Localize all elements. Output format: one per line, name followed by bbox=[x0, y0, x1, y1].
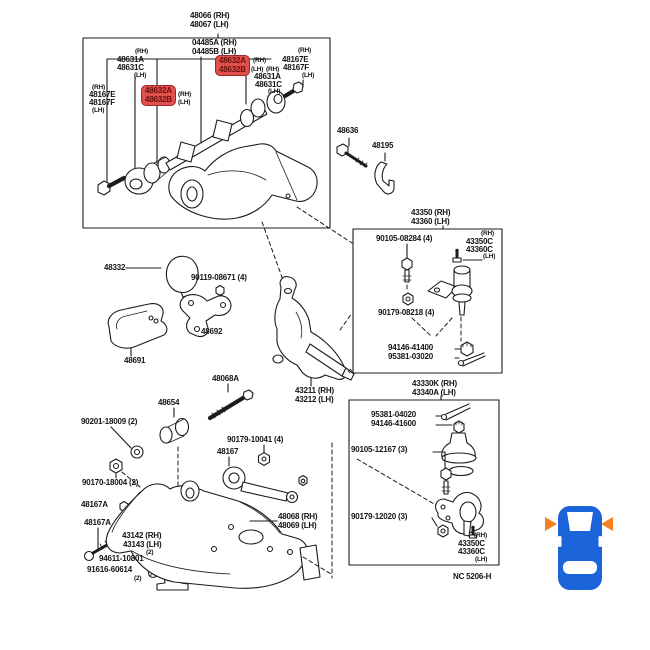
mark-rh: (RH) bbox=[298, 47, 311, 54]
strut-rod-48167 bbox=[222, 444, 299, 504]
part-label-94146-41400: 94146-41400 bbox=[388, 343, 433, 352]
part-label-04485a: 04485A (RH) bbox=[192, 38, 237, 47]
part-label-48692: 48692 bbox=[201, 327, 223, 336]
mark-lh: (LH) bbox=[302, 72, 315, 79]
part-label-48167f-right: 48167F bbox=[283, 63, 309, 72]
part-label-48167: 48167 bbox=[217, 447, 239, 456]
part-label-48631c-mid: 48631C bbox=[255, 80, 282, 89]
part-label-48632b[interactable]: 48632B bbox=[145, 94, 172, 104]
part-label-43350: 43350 (RH) bbox=[411, 208, 451, 217]
nut-90170 bbox=[109, 458, 141, 488]
part-label-48167f-left: 48167F bbox=[89, 98, 115, 107]
part-label-94611-10801: 94611-10801 bbox=[99, 554, 144, 563]
part-label-48632a[interactable]: 48632A bbox=[145, 86, 172, 95]
right-arrow-icon bbox=[601, 517, 613, 531]
upper-control-arm bbox=[168, 143, 318, 220]
mark-qty2: (2) bbox=[146, 549, 154, 556]
plate-48691 bbox=[107, 303, 168, 357]
part-label-48167e-left: 48167E bbox=[89, 90, 116, 99]
left-arrow-icon bbox=[545, 517, 557, 531]
dashed-connectors-upper bbox=[261, 206, 353, 331]
part-label-90179-08218: 90179-08218 (4) bbox=[378, 308, 435, 317]
part-label-48195: 48195 bbox=[372, 141, 394, 150]
mark-lh: (LH) bbox=[178, 99, 191, 106]
part-label-43350c-upper: 43350C bbox=[466, 237, 493, 246]
part-label-48066: 48066 (RH) bbox=[190, 11, 230, 20]
mark-lh: (LH) bbox=[475, 556, 488, 563]
mark-lh: (LH) bbox=[251, 66, 264, 73]
steering-knuckle bbox=[272, 276, 355, 387]
part-label-48654: 48654 bbox=[158, 398, 180, 407]
part-label-95381-04020: 95381-04020 bbox=[371, 410, 416, 419]
part-label-48631c-left: 48631C bbox=[117, 63, 144, 72]
lower-ball-joint-box bbox=[348, 395, 500, 566]
highlighted-part-48632-top[interactable]: 48632A 48632B bbox=[215, 55, 250, 77]
diagram-code: NC 5206-H bbox=[453, 572, 492, 581]
highlighted-part-48632-left[interactable]: 48632A 48632B bbox=[141, 85, 176, 107]
part-label-48631a-left: 48631A bbox=[117, 55, 144, 64]
lower-control-arm bbox=[105, 474, 321, 589]
part-label-48636: 48636 bbox=[337, 126, 359, 135]
part-label-95381-03020: 95381-03020 bbox=[388, 352, 433, 361]
mark-lh: (LH) bbox=[268, 88, 281, 95]
part-label-48069: 48069 (LH) bbox=[278, 521, 317, 530]
part-label-48167a-1: 48167A bbox=[81, 500, 108, 509]
mark-lh: (LH) bbox=[483, 253, 496, 260]
part-label-48332: 48332 bbox=[104, 263, 126, 272]
part-label-43360c-lower: 43360C bbox=[458, 547, 485, 556]
part-label-43350c-lower: 43350C bbox=[458, 539, 485, 548]
mark-rh: (RH) bbox=[474, 532, 487, 539]
part-label-90201-18009: 90201-18009 (2) bbox=[81, 417, 138, 426]
part-label-48632b[interactable]: 48632B bbox=[219, 64, 246, 74]
washer-90201 bbox=[110, 426, 144, 459]
mark-rh: (RH) bbox=[481, 230, 494, 237]
dashed-connectors-lower bbox=[302, 442, 333, 579]
part-label-43142: 43142 (RH) bbox=[122, 531, 162, 540]
part-label-48167e-right: 48167E bbox=[282, 55, 309, 64]
part-label-48067: 48067 (LH) bbox=[190, 20, 229, 29]
upper-ball-joint-box bbox=[352, 225, 503, 374]
part-label-48691: 48691 bbox=[124, 356, 146, 365]
mark-lh: (LH) bbox=[92, 107, 105, 114]
bumper-48332 bbox=[125, 255, 199, 298]
part-label-43212: 43212 (LH) bbox=[295, 395, 334, 404]
part-label-43211: 43211 (RH) bbox=[295, 386, 334, 395]
part-label-94146-41600: 94146-41600 bbox=[371, 419, 416, 428]
mark-rh: (RH) bbox=[253, 57, 266, 64]
part-label-90179-12020: 90179-12020 (3) bbox=[351, 512, 408, 521]
part-label-43340a: 43340A (LH) bbox=[412, 388, 456, 397]
part-label-43143: 43143 (LH) bbox=[123, 540, 162, 549]
part-label-90119-08671: 90119-08671 (4) bbox=[191, 273, 247, 282]
part-label-48631a-mid: 48631A bbox=[254, 72, 281, 81]
part-label-90170-18004: 90170-18004 (2) bbox=[82, 478, 139, 487]
car-orientation-icon bbox=[545, 506, 613, 590]
part-label-48068a: 48068A bbox=[212, 374, 239, 383]
mark-rh: (RH) bbox=[266, 66, 279, 73]
mark-rh: (RH) bbox=[135, 48, 148, 55]
part-label-43330k: 43330K (RH) bbox=[412, 379, 457, 388]
part-label-90105-12167: 90105-12167 (3) bbox=[351, 445, 408, 454]
bushing-48654 bbox=[159, 407, 190, 509]
part-label-90105-08284: 90105-08284 (4) bbox=[376, 234, 433, 243]
part-label-48167a-2: 48167A bbox=[84, 518, 111, 527]
part-label-43360: 43360 (LH) bbox=[411, 217, 450, 226]
bolt-48068a bbox=[207, 383, 254, 421]
upper-arm-shaft-parts bbox=[97, 81, 304, 196]
part-label-48068: 48068 (RH) bbox=[278, 512, 318, 521]
bolt-48636 bbox=[336, 137, 368, 168]
part-label-91616-60614: 91616-60614 bbox=[87, 565, 132, 574]
part-label-04485b: 04485B (LH) bbox=[192, 47, 237, 56]
part-label-48632a[interactable]: 48632A bbox=[219, 56, 246, 65]
clamp-48195 bbox=[374, 152, 395, 195]
part-label-90179-10041: 90179-10041 (4) bbox=[227, 435, 284, 444]
part-label-43360c-upper: 43360C bbox=[466, 245, 493, 254]
mark-lh: (LH) bbox=[134, 72, 147, 79]
bracket-48692 bbox=[179, 294, 232, 338]
mark-rh: (RH) bbox=[178, 91, 191, 98]
mark-rh: (RH) bbox=[92, 84, 105, 91]
mark-qty2: (2) bbox=[134, 575, 142, 582]
